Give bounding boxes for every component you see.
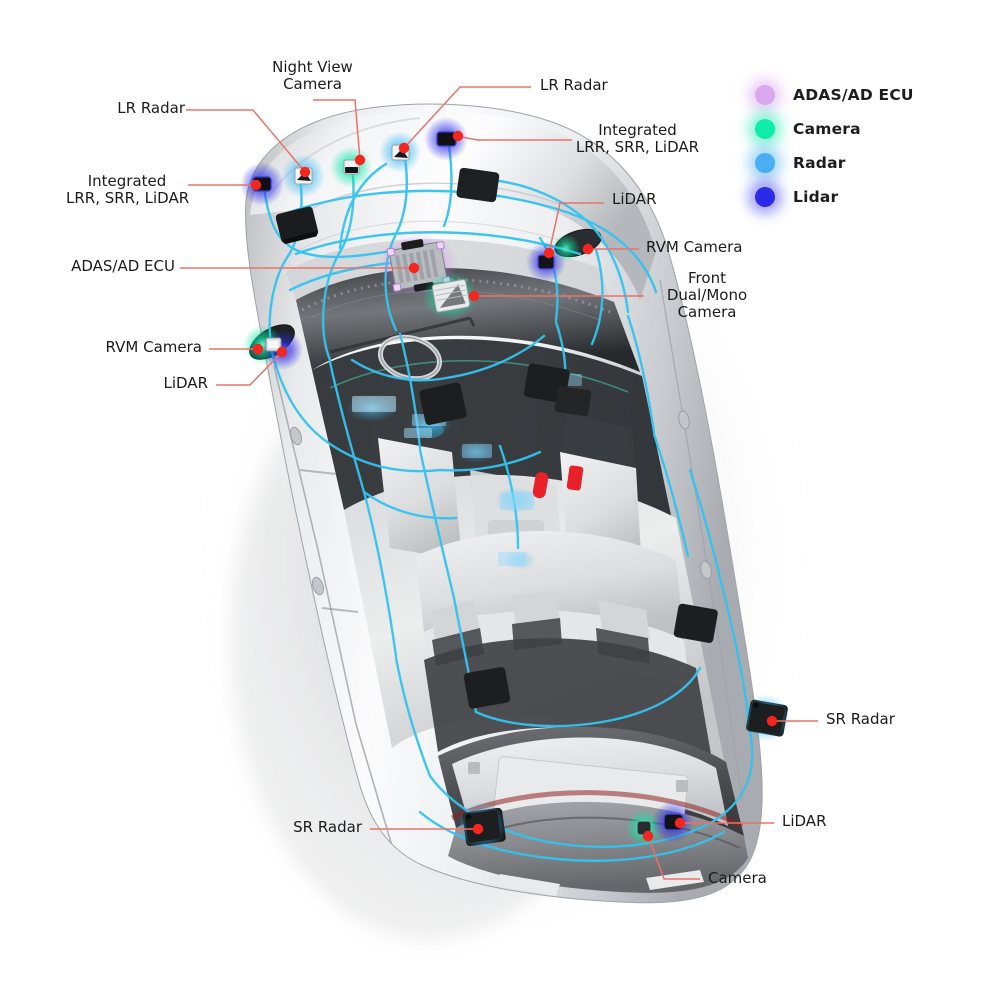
callout-rvm-camera-right: RVM Camera bbox=[646, 238, 743, 256]
endpoint-lidar-mirror-right bbox=[543, 247, 555, 259]
callout-sr-radar-rear-right: SR Radar bbox=[826, 710, 895, 728]
leader-lines bbox=[180, 86, 818, 880]
sensor-integrated-front-left bbox=[240, 162, 284, 206]
sensor-sr-radar-rear-right bbox=[742, 694, 790, 742]
endpoint-adas-ad-ecu bbox=[408, 262, 420, 274]
endpoint-lidar-mirror-left bbox=[276, 346, 288, 358]
door-handle-front-left bbox=[289, 426, 303, 446]
sensors bbox=[240, 117, 790, 850]
legend-label-ecu: ADAS/AD ECU bbox=[793, 86, 914, 104]
callout-rvm-camera-left: RVM Camera bbox=[105, 338, 202, 356]
interior-red-markers bbox=[532, 465, 584, 499]
trunk-hinge-right bbox=[676, 780, 688, 792]
legend: ADAS/AD ECU Camera Radar Lidar bbox=[755, 78, 995, 214]
callout-lidar-rear: LiDAR bbox=[782, 812, 827, 830]
endpoint-integrated-front-left bbox=[250, 179, 262, 191]
sensor-lidar-rear bbox=[652, 801, 694, 843]
hood-crease-2 bbox=[285, 220, 585, 259]
car-body bbox=[245, 103, 763, 904]
endpoint-lr-radar-right bbox=[398, 142, 410, 154]
legend-dot-lidar bbox=[755, 187, 775, 207]
dash-ambient-strip bbox=[329, 359, 629, 393]
legend-label-camera: Camera bbox=[793, 120, 861, 138]
rear-diffuser-left bbox=[496, 874, 560, 896]
legend-label-lidar: Lidar bbox=[793, 188, 839, 206]
door-seam-b bbox=[321, 607, 359, 613]
callout-camera-rear: Camera bbox=[708, 869, 767, 887]
door-handle-front-right bbox=[678, 410, 690, 430]
legend-item-radar: Radar bbox=[755, 146, 995, 180]
callout-sr-radar-rear-left: SR Radar bbox=[293, 818, 362, 836]
legend-item-camera: Camera bbox=[755, 112, 995, 146]
callout-lr-radar-right: LR Radar bbox=[540, 76, 608, 94]
endpoint-rvm-camera-right bbox=[582, 243, 594, 255]
endpoint-front-dual-mono-camera bbox=[468, 290, 480, 302]
endpoint-night-view-camera bbox=[354, 154, 366, 166]
sensor-front-dual-mono-camera bbox=[422, 272, 478, 320]
callout-lidar-mirror-right: LiDAR bbox=[612, 190, 657, 208]
door-handle-rear-right bbox=[700, 560, 712, 580]
endpoint-camera-rear bbox=[642, 830, 654, 842]
callout-lidar-mirror-left: LiDAR bbox=[163, 374, 209, 392]
sensor-night-view-camera bbox=[330, 146, 372, 188]
trunk-hinge-left bbox=[468, 762, 480, 774]
callout-night-view-camera: Night View Camera bbox=[272, 58, 353, 93]
callout-front-dual-mono-camera: Front Dual/Mono Camera bbox=[666, 269, 748, 321]
endpoint-sr-radar-rear-left bbox=[472, 823, 484, 835]
legend-dot-camera bbox=[755, 119, 775, 139]
left-door-seam bbox=[273, 365, 393, 847]
endpoint-rvm-camera-left bbox=[252, 343, 264, 355]
callout-adas-ad-ecu: ADAS/AD ECU bbox=[71, 257, 175, 275]
callout-integrated-front-right: Integrated LRR, SRR, LiDAR bbox=[575, 121, 700, 156]
leader-endpoints bbox=[250, 130, 778, 842]
legend-dot-ecu bbox=[755, 85, 775, 105]
legend-label-radar: Radar bbox=[793, 154, 846, 172]
steering-wheel bbox=[377, 334, 443, 382]
door-handle-rear-left bbox=[311, 576, 325, 596]
endpoint-sr-radar-rear-right bbox=[766, 715, 778, 727]
callout-integrated-front-left: Integrated LRR, SRR, LiDAR bbox=[66, 172, 190, 207]
endpoint-lidar-rear bbox=[674, 817, 686, 829]
sensor-mirror-right bbox=[526, 234, 580, 282]
legend-item-lidar: Lidar bbox=[755, 180, 995, 214]
endpoint-lr-radar-left bbox=[299, 166, 311, 178]
sensor-integrated-front-right bbox=[424, 117, 468, 161]
rear-diffuser-right bbox=[646, 870, 704, 890]
door-seam-a bbox=[299, 469, 337, 475]
endpoint-integrated-front-right bbox=[452, 130, 464, 142]
legend-item-ecu: ADAS/AD ECU bbox=[755, 78, 995, 112]
legend-dot-radar bbox=[755, 153, 775, 173]
callout-lr-radar-left: LR Radar bbox=[117, 99, 185, 117]
